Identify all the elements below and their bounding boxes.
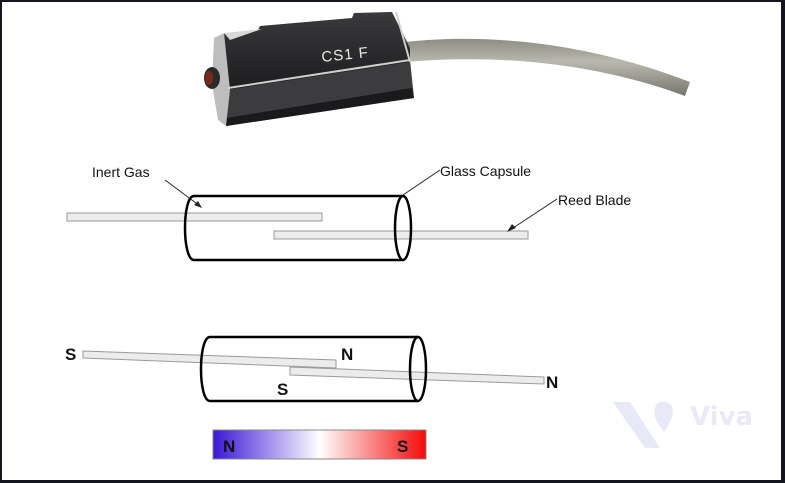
- magnet-bar: [212, 429, 427, 460]
- magnetized-blade-left: [82, 350, 337, 369]
- arrow-reed-blade: [509, 198, 558, 231]
- magnetized-blade-right: [289, 366, 545, 385]
- arrow-glass-capsule: [402, 169, 441, 196]
- watermark-logo-icon: [613, 402, 660, 448]
- reed-blade-left: [66, 212, 323, 222]
- pole-right-outer: N: [546, 373, 558, 392]
- magnetized-capsule: [199, 335, 418, 403]
- pole-left-inner: N: [341, 345, 353, 364]
- magnet-south-label: S: [397, 437, 408, 456]
- reed-blade-right: [273, 230, 529, 240]
- label-glass-capsule: Glass Capsule: [440, 163, 531, 179]
- sensor-cable: [405, 38, 690, 96]
- sensor-chrome-end: [212, 33, 230, 126]
- pole-right-inner: S: [277, 380, 288, 399]
- sensor-photo: CS1 F: [204, 11, 690, 126]
- bar-magnet: N S: [212, 429, 427, 460]
- magnet-north-label: N: [223, 437, 235, 456]
- sensor-marking: CS1 F: [321, 44, 370, 66]
- reed-switch-magnetized: S N S N: [65, 335, 558, 403]
- magnetized-capsule-end: [408, 335, 428, 403]
- label-inert-gas: Inert Gas: [92, 164, 150, 180]
- sensor-body: [222, 12, 410, 90]
- sensor-led-icon: [205, 71, 213, 85]
- label-reed-blade: Reed Blade: [558, 192, 631, 208]
- sensor-bottom-face: [222, 60, 414, 126]
- glass-capsule: [183, 194, 402, 262]
- glass-capsule-end: [393, 194, 413, 262]
- watermark: Viva: [613, 401, 753, 448]
- pole-left-outer: S: [65, 345, 76, 364]
- arrow-inert-gas: [164, 179, 201, 207]
- watermark-text: Viva: [690, 402, 753, 432]
- reed-switch-open: Inert Gas Glass Capsule Reed Blade: [66, 163, 631, 262]
